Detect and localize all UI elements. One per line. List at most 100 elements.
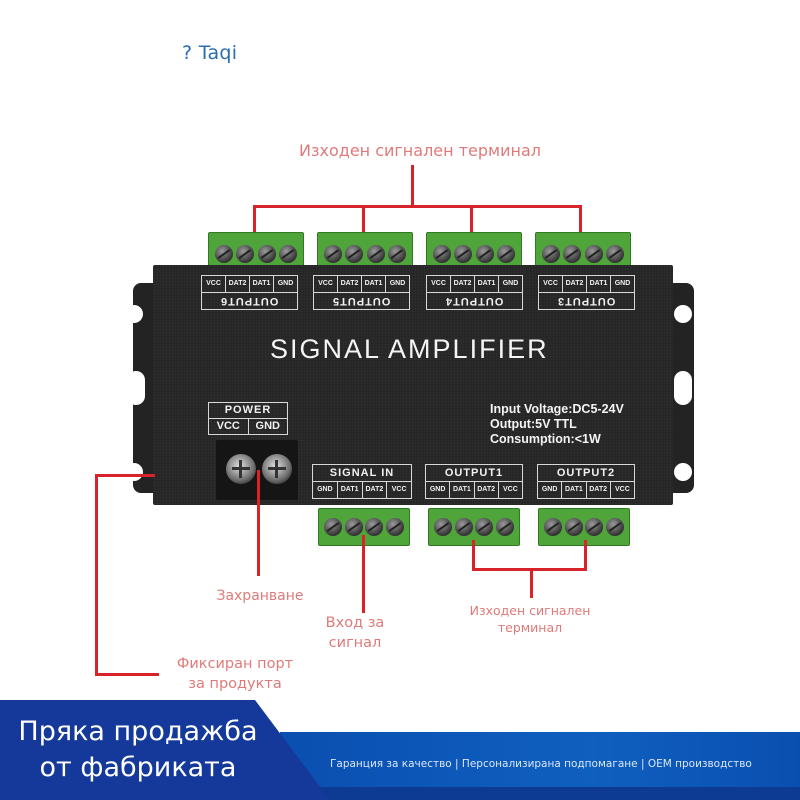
pin-label: VCC: [202, 276, 226, 292]
port-name: SIGNAL IN: [313, 465, 411, 482]
screw-icon: [236, 245, 255, 263]
pin-label: DAT2: [338, 276, 362, 292]
pin-label: GND: [426, 482, 451, 498]
pin-label: DAT2: [475, 482, 499, 498]
annotation-line: [472, 540, 475, 570]
pin-label: DAT1: [475, 276, 499, 292]
terminal-output4: [426, 232, 522, 268]
pin-label: GND: [255, 420, 280, 432]
mount-hole: [674, 305, 692, 323]
screw-icon: [323, 245, 342, 263]
power-title: POWER: [209, 403, 287, 419]
screw-icon: [585, 518, 604, 536]
annotation-line: [95, 673, 159, 676]
terminal-output3: [535, 232, 631, 268]
port-name: OUTPUT6: [220, 295, 279, 307]
annotation-text: Вход за: [325, 615, 385, 631]
screw-icon: [345, 245, 364, 263]
pin-label: DAT1: [338, 482, 363, 498]
annotation-line: [362, 205, 365, 233]
device-title: SIGNAL AMPLIFIER: [270, 334, 549, 364]
annotation-text: Изходен сигнален: [469, 603, 591, 618]
mount-hole: [125, 463, 143, 481]
screw-icon: [279, 245, 298, 263]
screw-icon: [497, 245, 516, 263]
annotation-line: [530, 568, 533, 598]
pin-label: GND: [538, 482, 563, 498]
port-name: OUTPUT5: [332, 295, 391, 307]
annotation-line: [584, 540, 587, 570]
banner-tags-bar: [280, 732, 800, 787]
annotation-line: [95, 474, 98, 675]
screw-icon: [432, 245, 451, 263]
screw-icon: [495, 518, 514, 536]
pin-label: GND: [614, 280, 631, 287]
pin-label: DAT2: [226, 276, 250, 292]
pin-label: DAT1: [562, 482, 587, 498]
screw-icon: [385, 518, 404, 536]
pin-label: GND: [313, 482, 338, 498]
pin-label: DAT1: [250, 276, 274, 292]
annotation-line: [411, 165, 414, 207]
annotation-line: [472, 568, 587, 571]
mount-slot: [127, 371, 145, 405]
terminal-signal-in: [318, 508, 410, 546]
screw-icon: [605, 518, 624, 536]
banner-title-line: Пряка продажба: [18, 716, 258, 747]
mount-hole: [674, 463, 692, 481]
mount-hole: [125, 305, 143, 323]
spec-input-voltage: Input Voltage:DC5-24V: [490, 402, 624, 416]
terminal-output2: [538, 508, 630, 546]
mount-annotation: Фиксиран порт за продукта: [160, 654, 310, 694]
pin-label: VCC: [314, 276, 338, 292]
annotation-text: сигнал: [328, 635, 382, 651]
pin-label: DAT2: [451, 276, 475, 292]
screw-icon: [454, 245, 473, 263]
pin-label: VCC: [502, 486, 518, 493]
pin-label: GND: [502, 280, 519, 287]
pin-label: VCC: [614, 486, 630, 493]
port-name: OUTPUT4: [445, 295, 504, 307]
screw-icon: [344, 518, 363, 536]
pin-label: DAT2: [587, 482, 611, 498]
power-annotation: Захранване: [216, 588, 304, 604]
signal-amplifier-device: [153, 265, 673, 505]
signal-in-annotation: Вход за сигнал: [300, 613, 410, 653]
screw-icon: [564, 518, 583, 536]
screw-icon: [365, 518, 384, 536]
screw-icon: [214, 245, 233, 263]
screw-icon: [454, 518, 473, 536]
mount-slot: [674, 371, 692, 405]
banner-tags: Гаранция за качество | Персонализирана п…: [330, 758, 752, 770]
pin-label: DAT1: [450, 482, 475, 498]
screw-icon: [324, 518, 343, 536]
screw-icon: [544, 518, 563, 536]
terminal-output5: [317, 232, 413, 268]
screw-icon: [257, 245, 276, 263]
screw-icon: [226, 454, 256, 484]
screw-icon: [434, 518, 453, 536]
bottom-output-annotation: Изходен сигнален терминал: [455, 602, 605, 636]
annotation-line: [253, 205, 256, 233]
device-specs: Input Voltage:DC5-24V Output:5V TTL Cons…: [490, 402, 624, 447]
terminal-output6: [208, 232, 304, 268]
pin-label: VCC: [391, 486, 407, 493]
spec-consumption: Consumption:<1W: [490, 432, 601, 446]
screw-icon: [606, 245, 625, 263]
pin-label: VCC: [539, 276, 563, 292]
annotation-line: [579, 205, 582, 233]
annotation-line: [470, 205, 473, 233]
pin-label: GND: [277, 280, 294, 287]
annotation-line: [253, 205, 582, 208]
terminal-output1: [428, 508, 520, 546]
spec-output: Output:5V TTL: [490, 417, 577, 431]
top-output-label: Изходен сигнален терминал: [299, 141, 541, 160]
banner-title-line: от фабриката: [39, 752, 237, 783]
pin-label: DAT2: [363, 482, 388, 498]
screw-icon: [563, 245, 582, 263]
